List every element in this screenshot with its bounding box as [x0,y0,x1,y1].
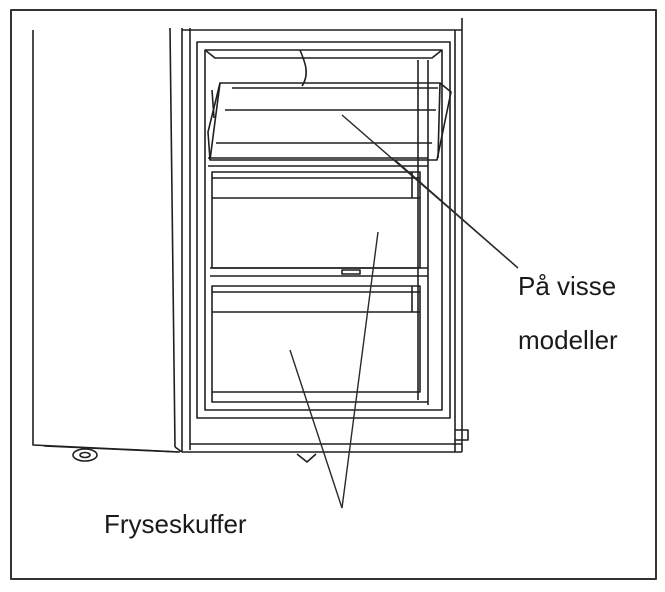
open-door [32,27,183,462]
callout-line-shelf [394,159,519,269]
label-freezer-drawers: Fryseskuffer [104,509,247,539]
shelf-middle [210,267,428,277]
callout-lines [289,114,519,509]
base [296,429,469,463]
label-some-models-line2: modeller [518,325,618,355]
image-border [10,9,657,580]
top-flap [207,82,452,161]
inner-compartment [196,41,451,419]
label-some-models-line1: På visse [518,271,617,301]
lower-drawer [211,285,428,403]
upper-drawer [211,171,421,269]
callout-line-drawer-upper [341,231,379,509]
cabinet-frame [181,18,463,453]
callout-line-drawer-lower [289,349,343,509]
